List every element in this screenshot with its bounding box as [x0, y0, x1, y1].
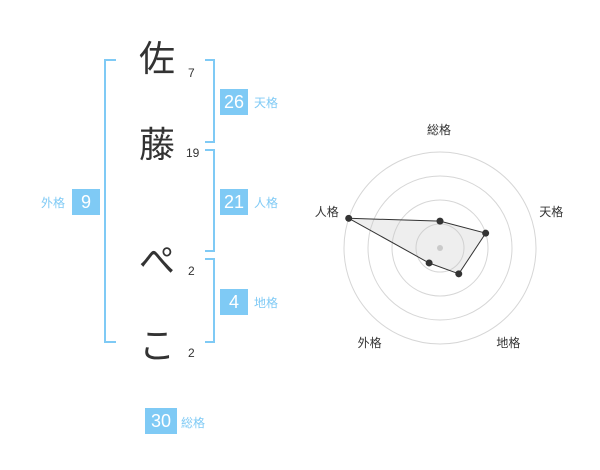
- radar-ring-4: [343, 151, 537, 345]
- radar-axis-label-2: 天格: [539, 204, 564, 219]
- radar-point-4: [425, 259, 433, 267]
- stroke-count-4: 2: [188, 346, 195, 360]
- radar-point-1: [436, 217, 444, 225]
- radar-point-3: [455, 270, 463, 278]
- name-char-1: 佐: [138, 39, 175, 80]
- radar-ring-2: [391, 199, 489, 297]
- chikaku-bracket: [205, 258, 215, 343]
- radar-grid: [343, 151, 537, 345]
- radar-axis-label-5: 人格: [314, 204, 339, 219]
- gaikaku-value: 9: [72, 189, 100, 215]
- tenkaku-bracket: [205, 59, 215, 143]
- radar-center-dot: [437, 245, 443, 251]
- soukaku-label: 総格: [181, 416, 206, 430]
- jinkaku-bracket: [205, 149, 215, 252]
- radar-point-5: [345, 214, 353, 222]
- chikaku-value: 4: [220, 289, 248, 315]
- jinkaku-label: 人格: [254, 196, 279, 210]
- radar-ring-3: [367, 175, 513, 321]
- name-char-2: 藤: [138, 125, 175, 166]
- gaikaku-bracket: [104, 59, 116, 343]
- radar-axis-label-4: 外格: [357, 336, 382, 351]
- radar-series-area: [348, 217, 487, 275]
- radar-axis-label-3: 地格: [496, 336, 521, 351]
- stroke-count-3: 2: [188, 264, 195, 278]
- radar-point-2: [482, 229, 490, 237]
- tenkaku-value: 26: [220, 89, 248, 115]
- radar-axis-label-1: 総格: [427, 123, 452, 137]
- soukaku-value: 30: [145, 408, 177, 434]
- stroke-count-2: 19: [186, 146, 200, 160]
- name-char-3: ぺ: [138, 241, 175, 282]
- radar-series: [345, 214, 490, 278]
- tenkaku-label: 天格: [254, 96, 279, 110]
- jinkaku-value: 21: [220, 189, 248, 215]
- chikaku-label: 地格: [254, 296, 279, 310]
- stroke-count-1: 7: [188, 66, 195, 80]
- name-char-4: こ: [138, 326, 175, 367]
- gaikaku-label: 外格: [41, 196, 66, 210]
